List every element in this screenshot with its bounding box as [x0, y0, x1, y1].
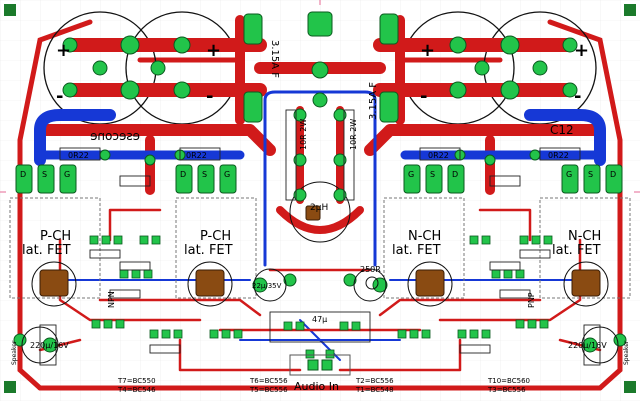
cap-plus-4: +: [574, 40, 589, 61]
cap-plus-1: +: [56, 40, 71, 61]
inductor-label: 2µH: [310, 203, 328, 213]
t4-label: T4=BC546: [117, 386, 156, 394]
t6-label: T6=BC556: [249, 377, 288, 385]
cap-minus-1: -: [56, 86, 63, 107]
pch-fet-left-line2: lat. FET: [22, 243, 71, 258]
t2-label: T2=BC556: [355, 377, 394, 385]
fuse-label-right: 3.15A F: [368, 82, 379, 120]
t7-label: T7=BC550: [117, 377, 156, 385]
pch-fet-right-line2: lat. FET: [184, 243, 233, 258]
t1-label: T1=BC548: [355, 386, 394, 394]
cap-minus-2: -: [206, 86, 213, 107]
fet-pin-g-r1: G: [408, 170, 414, 179]
fet-module-outlines: [9, 197, 631, 299]
fet-pin-d-r2: D: [610, 170, 616, 179]
pot-250r-label: 250R: [360, 265, 381, 274]
fet-pin-d-l2: D: [180, 170, 186, 179]
fet-pin-d-r1: D: [452, 170, 458, 179]
fet-pin-g-left: G: [64, 170, 70, 179]
t3-label: T3=BC556: [487, 386, 526, 394]
fet-pin-pads: [15, 164, 623, 194]
res-center-left-label: 10R 2W: [299, 119, 308, 150]
heatsink-pads: [39, 205, 601, 297]
fet-pin-g-r2: G: [566, 170, 572, 179]
fet-pin-s-r2: S: [588, 170, 593, 179]
perimeter-traces: [17, 19, 623, 391]
cap-minus-3: -: [420, 86, 427, 107]
cap-left-label: 220µ/16V: [30, 341, 69, 350]
pch-fet-right-line1: P-CH: [200, 229, 231, 244]
pnp-label: PNP: [527, 292, 536, 308]
res-or22-4: 0R22: [548, 151, 569, 160]
cap-right-label: 220µ/16V: [568, 341, 607, 350]
pch-fet-left-line1: P-CH: [40, 229, 71, 244]
speaker-right-label: Speaker: [623, 340, 630, 365]
fet-pin-s-left: S: [42, 170, 47, 179]
cap-plus-3: +: [420, 40, 435, 61]
fuse-label-left: 3.15A F: [269, 40, 280, 78]
alignment-markers: [0, 0, 640, 193]
speaker-left-label: Speaker: [11, 340, 18, 365]
corner-markers: [4, 4, 636, 393]
t10-label: T10=BC560: [487, 377, 530, 385]
cap-plus-2: +: [206, 40, 221, 61]
cap-c12-label: C12: [550, 123, 574, 137]
fet-rings: [31, 181, 609, 307]
res-or22-3: 0R22: [428, 151, 449, 160]
cap-minus-4: -: [574, 86, 581, 107]
npn-label: NPN: [107, 291, 116, 308]
nch-fet-right-line2: lat. FET: [552, 243, 601, 258]
res-or22-1: 0R22: [68, 151, 89, 160]
nch-fet-left-line1: N-CH: [408, 229, 441, 244]
cap-mid-left-label: 22µ/35V: [252, 282, 282, 290]
audio-in-label: Audio In: [294, 380, 339, 393]
small-capacitors: [21, 268, 619, 364]
small-pads: [89, 235, 553, 359]
brand-mark: esecone: [90, 129, 140, 143]
fet-pin-s-l2: S: [202, 170, 207, 179]
res-or22-2: 0R22: [186, 151, 207, 160]
res-center-right-label: 10R 2W: [349, 119, 358, 150]
fuse-pads: [243, 11, 399, 123]
fet-pin-s-r1: S: [430, 170, 435, 179]
cap-47u-label: 47µ: [312, 315, 327, 324]
resistor-outlines: [39, 109, 601, 366]
audio-in-connector: [289, 354, 351, 376]
fet-pin-g-l2: G: [224, 170, 230, 179]
nch-fet-right-line1: N-CH: [568, 229, 601, 244]
nch-fet-left-line2: lat. FET: [392, 243, 441, 258]
round-pads: [13, 35, 627, 353]
t5-label: T5=BC556: [249, 386, 288, 394]
fet-pin-d-left: D: [20, 170, 26, 179]
